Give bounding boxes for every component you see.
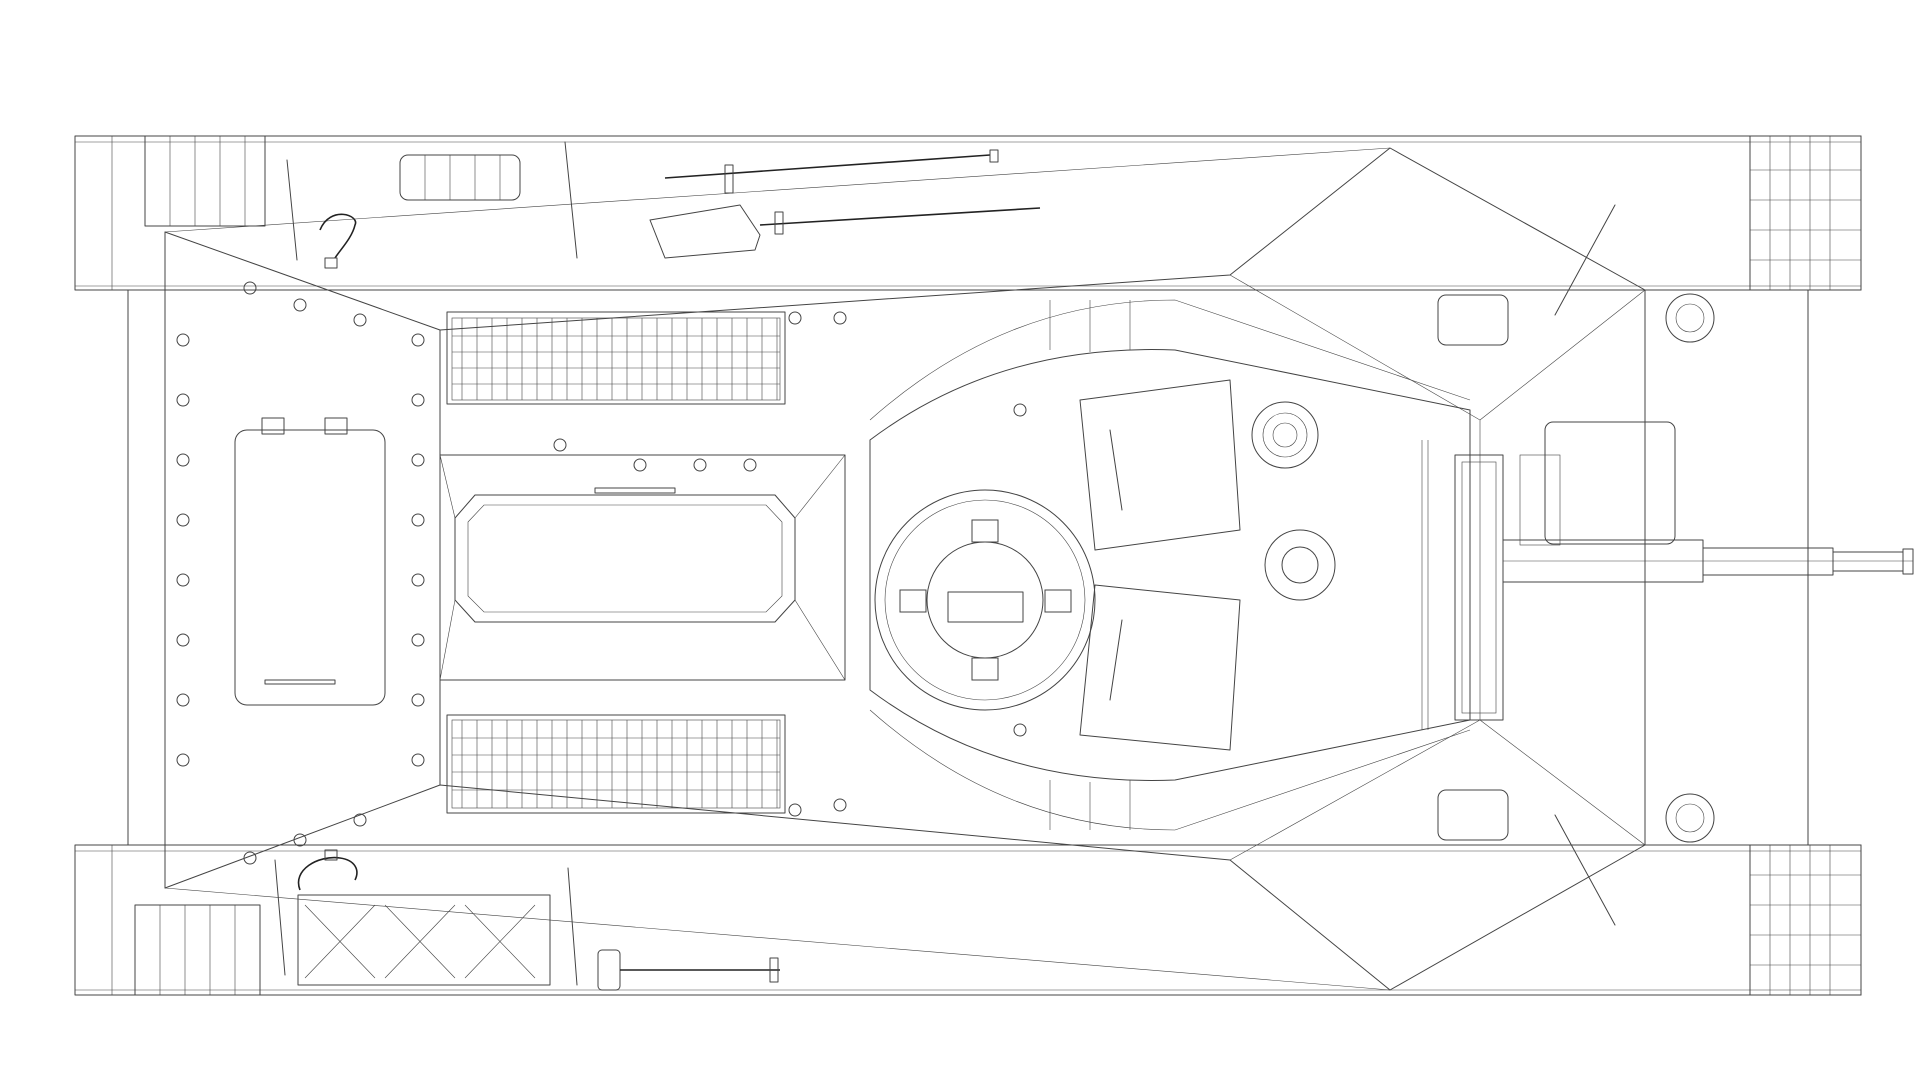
bolt [411,573,425,587]
rear-access-hatch [234,417,386,706]
gunner-hatch [1079,584,1241,751]
bolt [293,833,307,847]
bolt [1013,403,1027,417]
spare-track-links-mid-left [399,154,521,201]
gun-mantlet [1454,421,1676,721]
grille-bars [461,318,778,808]
periscope-front [1264,529,1336,601]
hull-bolts [176,281,1027,865]
periscope-rear [1251,401,1319,469]
bolt [176,753,190,767]
bolt [411,513,425,527]
loader-hatch [1079,379,1241,551]
front-track-end-right [1749,844,1862,996]
crowbar-tool [664,149,999,194]
bolt [411,633,425,647]
storage-rack [297,894,551,986]
bolt [293,298,307,312]
tow-cable-left [319,213,357,269]
bolt [788,311,802,325]
bolt [176,573,190,587]
shovel-tool [649,204,1041,259]
bolt [833,798,847,812]
bolt [243,851,257,865]
bolt [633,458,647,472]
bolt [176,333,190,347]
bolt [1013,723,1027,737]
front-plate-right [1437,789,1509,841]
sledgehammer-tool [597,949,780,991]
bolt [743,458,757,472]
spare-track-links-rear-right [134,904,261,996]
bolt [411,333,425,347]
bolt [176,513,190,527]
gun-barrel [1502,539,1914,583]
headlight-left [1665,293,1715,343]
turret [869,299,1471,831]
bolt [176,633,190,647]
bolt [176,453,190,467]
bolt [411,453,425,467]
front-track-end-left [1749,135,1862,291]
bolt [176,393,190,407]
bolt [353,813,367,827]
bolt [353,313,367,327]
bolt [788,803,802,817]
bolt [411,693,425,707]
bolt [833,311,847,325]
engine-deck [439,311,846,814]
right-track [74,844,1862,996]
bolt [553,438,567,452]
hull [127,147,1809,991]
tow-cable-right [297,849,358,891]
headlight-right [1665,793,1715,843]
bolt [693,458,707,472]
bolt [243,281,257,295]
tool-brackets [274,141,1616,986]
front-plate-left [1437,294,1509,346]
bolt [411,393,425,407]
rear-grille-top [451,317,781,401]
bolt [176,693,190,707]
commander-cupola [874,489,1096,711]
spare-track-links-rear-left [144,135,266,227]
rear-grille-bottom [451,719,781,809]
bolt [411,753,425,767]
